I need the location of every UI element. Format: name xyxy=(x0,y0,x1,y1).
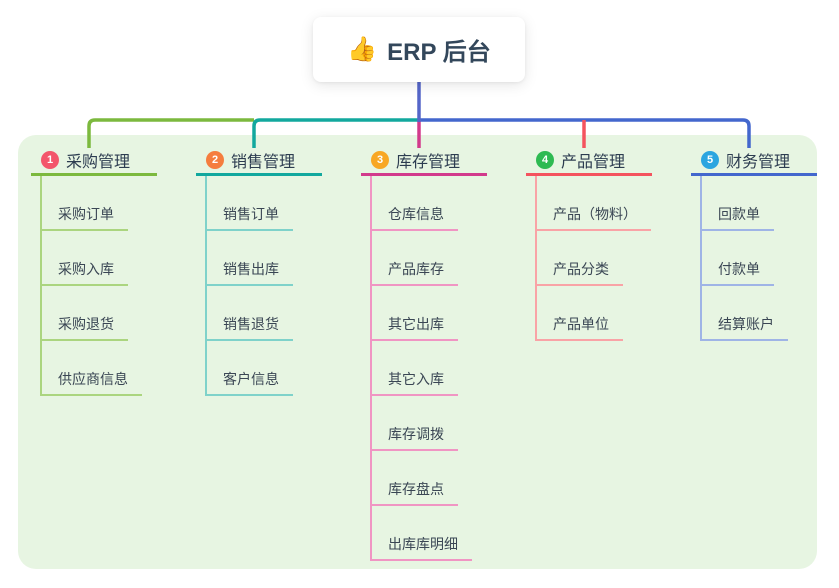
node-item[interactable]: 付款单 xyxy=(702,231,774,286)
branch-children-finance: 回款单 付款单 结算账户 xyxy=(700,176,788,341)
node-item[interactable]: 库存调拨 xyxy=(372,396,458,451)
node-item[interactable]: 采购订单 xyxy=(42,176,128,231)
branch-children-product: 产品（物料） 产品分类 产品单位 xyxy=(535,176,651,341)
badge-2: 2 xyxy=(206,151,224,169)
node-item[interactable]: 回款单 xyxy=(702,176,774,231)
root-node[interactable]: 👍 ERP 后台 xyxy=(313,17,525,82)
badge-4: 4 xyxy=(536,151,554,169)
node-item[interactable]: 出库库明细 xyxy=(372,506,472,561)
node-item[interactable]: 结算账户 xyxy=(702,286,788,341)
node-item[interactable]: 产品单位 xyxy=(537,286,623,341)
node-item[interactable]: 库存盘点 xyxy=(372,451,458,506)
node-item[interactable]: 产品（物料） xyxy=(537,176,651,231)
node-item[interactable]: 销售出库 xyxy=(207,231,293,286)
node-item[interactable]: 供应商信息 xyxy=(42,341,142,396)
node-item[interactable]: 仓库信息 xyxy=(372,176,458,231)
node-item[interactable]: 销售订单 xyxy=(207,176,293,231)
branch-children-sales: 销售订单 销售出库 销售退货 客户信息 xyxy=(205,176,293,396)
branch-head-finance[interactable]: 5 财务管理 xyxy=(691,149,817,176)
branch-head-inventory[interactable]: 3 库存管理 xyxy=(361,149,487,176)
branch-label: 库存管理 xyxy=(396,154,461,171)
branch-children-inventory: 仓库信息 产品库存 其它出库 其它入库 库存调拨 库存盘点 出库库明细 xyxy=(370,176,472,561)
thumbs-up-icon: 👍 xyxy=(347,36,378,63)
branch-label: 产品管理 xyxy=(561,154,626,171)
branch-label: 采购管理 xyxy=(66,154,131,171)
branch-head-product[interactable]: 4 产品管理 xyxy=(526,149,652,176)
branch-children-purchase: 采购订单 采购入库 采购退货 供应商信息 xyxy=(40,176,142,396)
branch-label: 销售管理 xyxy=(231,154,296,171)
badge-5: 5 xyxy=(701,151,719,169)
node-item[interactable]: 采购退货 xyxy=(42,286,128,341)
node-item[interactable]: 客户信息 xyxy=(207,341,293,396)
node-item[interactable]: 采购入库 xyxy=(42,231,128,286)
badge-3: 3 xyxy=(371,151,389,169)
branch-label: 财务管理 xyxy=(726,154,791,171)
node-item[interactable]: 其它出库 xyxy=(372,286,458,341)
branch-head-sales[interactable]: 2 销售管理 xyxy=(196,149,322,176)
node-item[interactable]: 其它入库 xyxy=(372,341,458,396)
node-item[interactable]: 销售退货 xyxy=(207,286,293,341)
badge-1: 1 xyxy=(41,151,59,169)
canvas-panel xyxy=(18,135,817,569)
node-item[interactable]: 产品分类 xyxy=(537,231,623,286)
node-item[interactable]: 产品库存 xyxy=(372,231,458,286)
branch-head-purchase[interactable]: 1 采购管理 xyxy=(31,149,157,176)
root-title: ERP 后台 xyxy=(387,39,491,66)
